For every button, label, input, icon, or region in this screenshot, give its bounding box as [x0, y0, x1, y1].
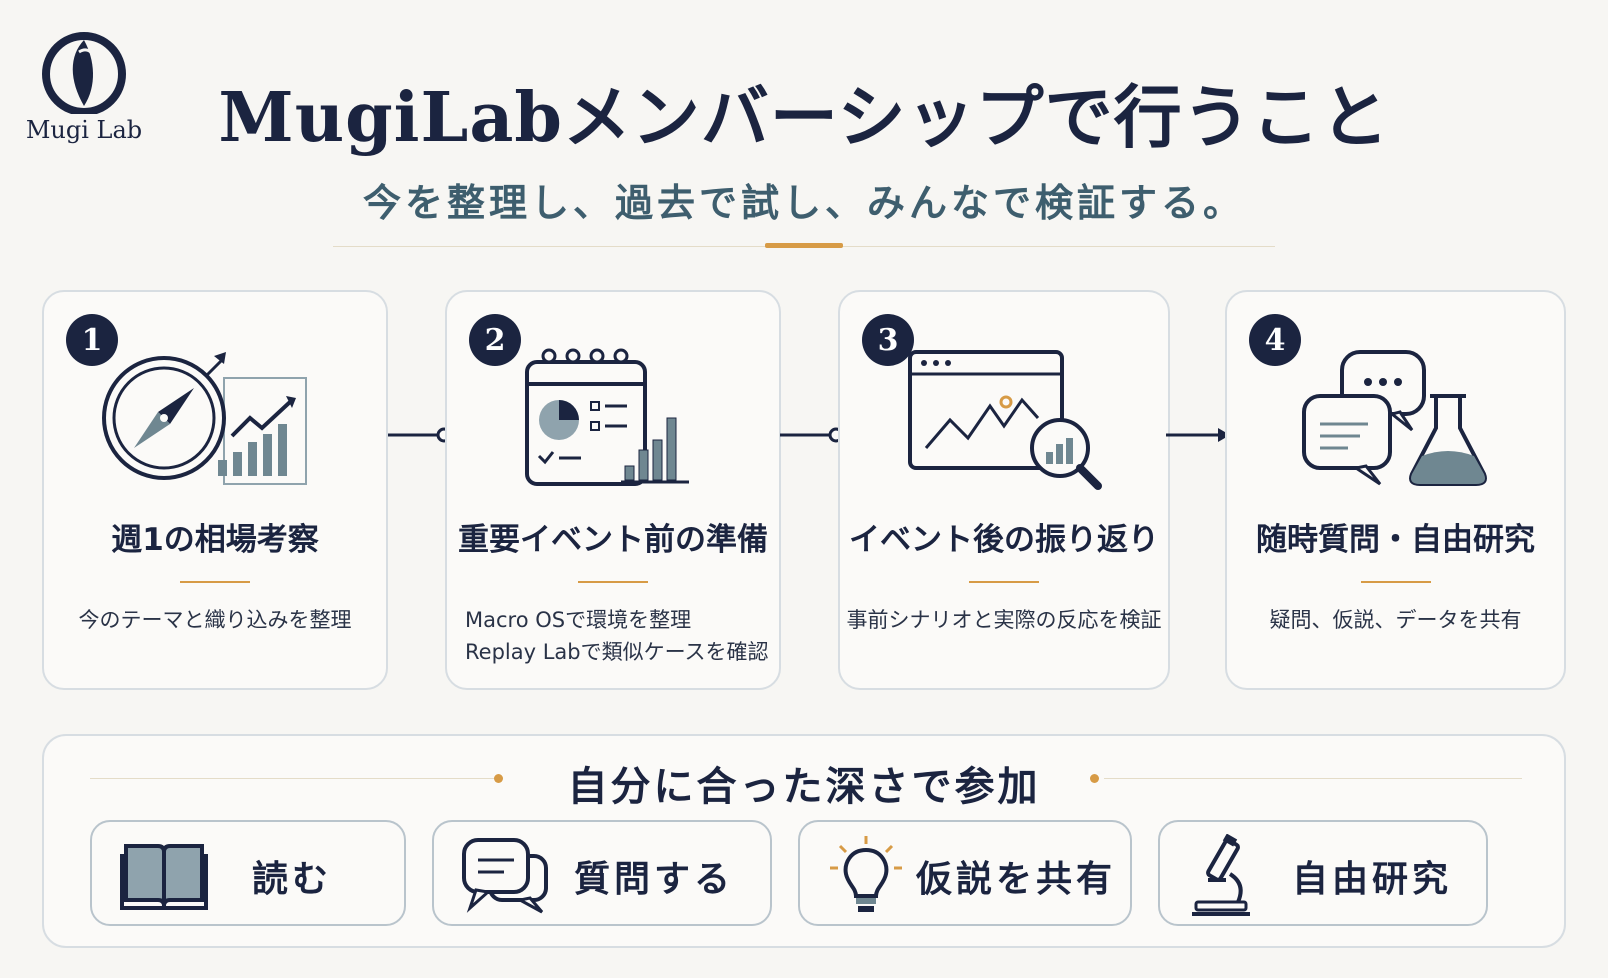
step-title-accent — [180, 581, 250, 583]
option-label: 質問する — [574, 859, 735, 900]
step-description: 疑問、仮説、データを共有 — [1227, 604, 1564, 636]
step-title: イベント後の振り返り — [849, 522, 1159, 558]
step-description: Macro OSで環境を整理 Replay Labで類似ケースを確認 — [465, 604, 779, 668]
step-number-badge: 1 — [66, 314, 118, 366]
option-free-research[interactable]: 自由研究 — [1158, 820, 1488, 926]
step-description: 今のテーマと織り込みを整理 — [44, 604, 386, 636]
page-title: MugiLabメンバーシップで行うこと — [218, 78, 1390, 158]
microscope-icon — [1192, 834, 1250, 916]
participation-panel: 自分に合った深さで参加 読む 質問する — [42, 734, 1566, 948]
panel-title-dot-left — [494, 774, 503, 783]
step-card-1: 1 週1の相場考察 今のテーマと織り込みを整理 — [42, 290, 388, 690]
logo: Mugi Lab — [24, 30, 144, 144]
step-title-accent — [969, 581, 1039, 583]
step-number-badge: 2 — [469, 314, 521, 366]
step-card-4: 4 随時質問・自由研究 疑問、仮説、データを共有 — [1225, 290, 1566, 690]
step-card-2: 2 重要イベント前の準備 Macro OSで環境を整理 Replay Labで類… — [445, 290, 781, 690]
panel-title-rule-left — [90, 778, 498, 779]
book-icon — [120, 844, 208, 910]
page-subtitle: 今を整理し、過去で試し、みんなで検証する。 — [362, 181, 1245, 225]
lightbulb-icon — [830, 836, 902, 912]
step-description-line: 疑問、仮説、データを共有 — [1269, 608, 1522, 632]
chat-flask-icon — [1301, 350, 1487, 486]
step-title-accent — [578, 581, 648, 583]
step-number-badge: 3 — [862, 314, 914, 366]
title-accent-bar — [765, 243, 843, 248]
compass-chart-icon — [102, 352, 307, 485]
option-label: 自由研究 — [1292, 859, 1453, 900]
step-description-line: 今のテーマと織り込みを整理 — [78, 608, 352, 632]
option-read[interactable]: 読む — [90, 820, 406, 926]
chat-icon — [462, 838, 548, 914]
step-description-line: 事前シナリオと実際の反応を検証 — [846, 608, 1162, 632]
browser-magnifier-icon — [908, 350, 1102, 490]
step-title: 重要イベント前の準備 — [458, 522, 768, 558]
step-number-badge: 4 — [1249, 314, 1301, 366]
step-description-line: Replay Labで類似ケースを確認 — [465, 640, 769, 664]
step-card-3: 3 イベント後の振り返り 事前シナリオと実際の反応を検証 — [838, 290, 1170, 690]
option-ask[interactable]: 質問する — [432, 820, 772, 926]
option-share-hypothesis[interactable]: 仮説を共有 — [798, 820, 1132, 926]
logo-text: Mugi Lab — [25, 116, 143, 144]
participation-title: 自分に合った深さで参加 — [567, 764, 1041, 810]
step-title: 週1の相場考察 — [111, 522, 319, 558]
logo-mark-icon — [42, 32, 126, 114]
step-description: 事前シナリオと実際の反応を検証 — [840, 604, 1168, 636]
step-title-accent — [1360, 581, 1431, 583]
flow-arrow-3-4 — [1166, 428, 1230, 442]
panel-title-rule-right — [1104, 778, 1522, 779]
panel-title-dot-right — [1090, 774, 1099, 783]
option-label: 読む — [252, 859, 333, 900]
calendar-chart-icon — [525, 348, 689, 486]
step-title: 随時質問・自由研究 — [1256, 522, 1535, 558]
step-description-line: Macro OSで環境を整理 — [465, 608, 692, 632]
option-label: 仮説を共有 — [916, 859, 1117, 900]
